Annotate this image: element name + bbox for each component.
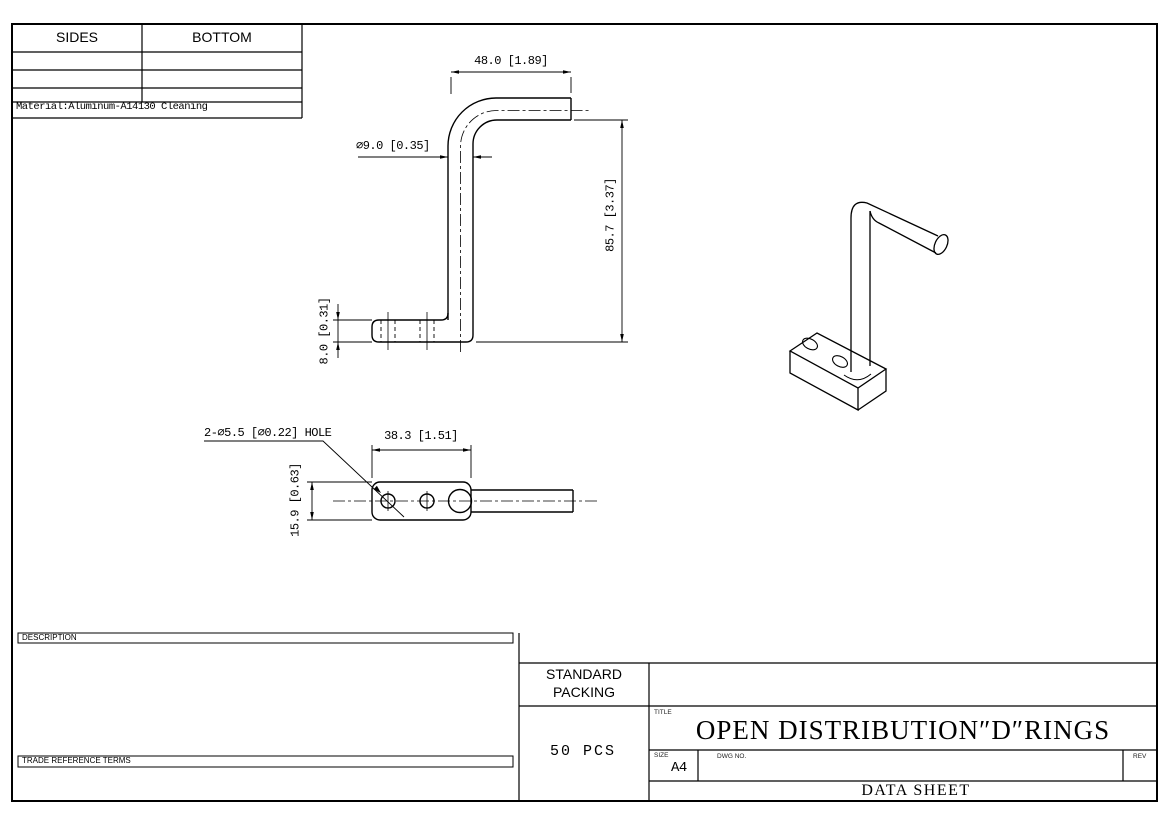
standard-packing-label-line2: PACKING <box>553 684 615 700</box>
trade-reference-label: TRADE REFERENCE TERMS <box>22 756 131 765</box>
dim-plate-length-38: 38.3 [1.51] <box>384 429 458 443</box>
page-frame <box>11 23 1158 802</box>
size-value: A4 <box>671 760 687 776</box>
dwg-no-label: DWG NO. <box>717 753 747 760</box>
isometric-view-drawing <box>788 201 949 412</box>
dim-height-85: 85.7 [3.37] <box>603 178 618 252</box>
title-label: TITLE <box>654 709 672 716</box>
packing-quantity: 50 PCS <box>549 743 617 760</box>
front-view-drawing <box>333 70 628 358</box>
title-block-linework <box>17 632 1157 801</box>
drawing-title: OPEN DISTRIBUTION″D″RINGS <box>695 715 1111 745</box>
description-label: DESCRIPTION <box>22 632 77 642</box>
table-header-bottom: BOTTOM <box>192 29 252 45</box>
dim-diameter-9: ⌀9.0 [0.35] <box>356 139 430 153</box>
hole-callout: 2-⌀5.5 [⌀0.22] HOLE <box>204 426 332 440</box>
dim-thickness-8: 8.0 [0.31] <box>317 297 332 365</box>
bottom-view-drawing <box>204 440 600 521</box>
table-header-sides: SIDES <box>55 29 99 45</box>
sheet-name: DATA SHEET <box>861 782 971 799</box>
material-note: Material:Aluminum-A14130 Cleaning <box>16 101 208 113</box>
dim-width-48: 48.0 [1.89] <box>474 54 548 68</box>
dim-plate-width-15: 15.9 [0.63] <box>288 463 303 537</box>
size-label: SIZE <box>654 752 669 759</box>
standard-packing-label-line1: STANDARD <box>546 666 622 682</box>
views-table <box>12 24 303 119</box>
rev-label: REV <box>1133 753 1147 760</box>
